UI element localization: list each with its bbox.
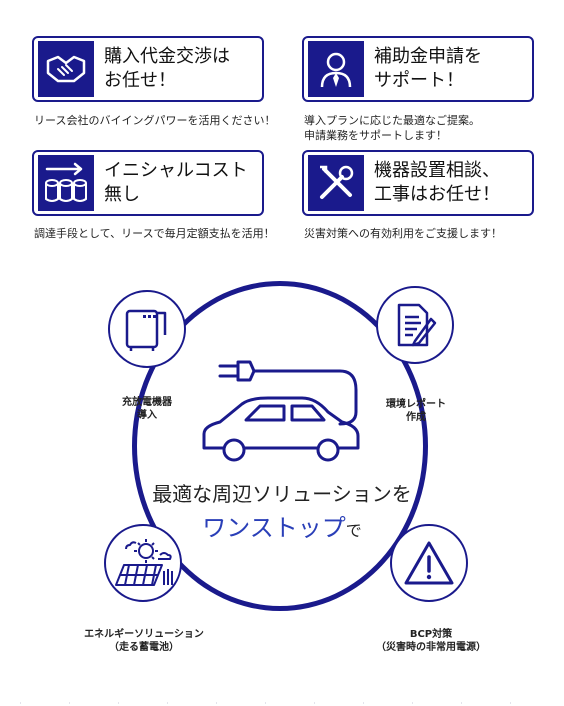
card-subsidy-support: 補助金申請を サポート！ <box>302 36 534 102</box>
node-charger <box>108 290 186 368</box>
coins-arrow-icon <box>38 155 94 211</box>
node-label-charger: 充放電機器 導入 <box>122 397 172 421</box>
card-title: 機器設置相談、 工事はお任せ！ <box>374 160 500 205</box>
report-icon <box>397 303 437 347</box>
node-label-bcp: BCP対策 （災害時の非常用電源） <box>376 629 486 653</box>
card-installation-consult: 機器設置相談、 工事はお任せ！ <box>302 150 534 216</box>
center-headline: 最適な周辺ソリューションを <box>152 482 412 506</box>
warning-icon <box>404 541 454 585</box>
bottom-dotted-divider <box>20 702 544 704</box>
handshake-icon <box>38 41 94 97</box>
tools-icon <box>308 155 364 211</box>
node-bcp <box>390 524 468 602</box>
card-title: 補助金申請を サポート！ <box>374 46 482 91</box>
solar-panel-icon <box>115 539 173 586</box>
node-label-report: 環境レポート 作成 <box>386 399 446 423</box>
caption-4: 災害対策への有効利用をご支援します！ <box>304 227 502 240</box>
card-title: イニシャルコスト 無し <box>104 160 248 205</box>
caption-1: リース会社のバイイングパワーを活用ください！ <box>34 114 276 127</box>
card-title: 購入代金交渉は お任せ！ <box>104 46 230 91</box>
node-label-solar: エネルギーソリューション （走る蓄電池） <box>84 629 204 653</box>
ev-car-icon <box>202 360 360 462</box>
node-solar <box>104 524 182 602</box>
caption-3: 調達手段として、リースで毎月定額支払を活用！ <box>34 227 275 240</box>
center-onestop: ワンストップで <box>202 514 362 542</box>
node-report <box>376 286 454 364</box>
businessman-icon <box>308 41 364 97</box>
solution-ring <box>132 281 428 611</box>
card-price-negotiation: 購入代金交渉は お任せ！ <box>32 36 264 102</box>
charger-icon <box>125 309 167 351</box>
caption-2: 導入プランに応じた最適なご提案。 申請業務をサポートします！ <box>304 114 480 142</box>
card-no-initial-cost: イニシャルコスト 無し <box>32 150 264 216</box>
